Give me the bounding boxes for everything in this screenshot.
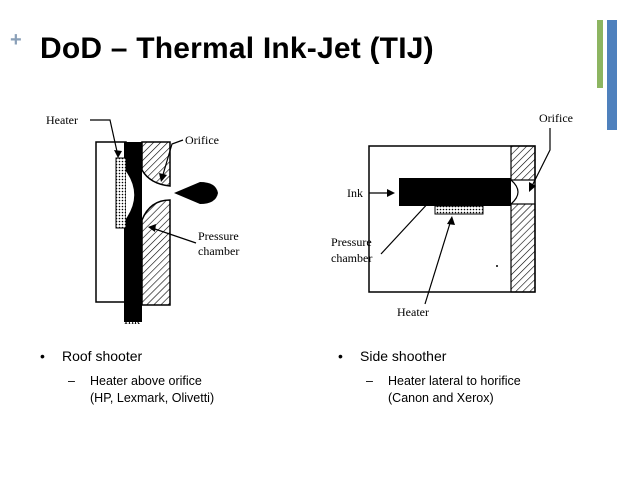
meniscus (510, 179, 519, 205)
label-heater: Heater (397, 305, 429, 319)
nozzle-plate-lower (141, 199, 171, 306)
sub-dash: – (366, 374, 373, 388)
nozzle-plate-lower (510, 203, 536, 293)
sub-bullet-line-1: Heater lateral to horifice (388, 374, 521, 388)
ink-channel (399, 178, 511, 206)
label-heater: Heater (46, 113, 78, 127)
bullet-list-right: • Side shoother – Heater lateral to hori… (338, 348, 521, 407)
roof-shooter-diagram: Heater Orifice Pressure chamber Ink (46, 113, 239, 327)
plus-icon: + (10, 29, 22, 51)
bullet-dot: • (338, 348, 343, 364)
sub-bullet: – Heater above orifice (HP, Lexmark, Oli… (68, 373, 214, 407)
label-chamber: chamber (331, 251, 372, 265)
bullet-main-text: Roof shooter (62, 348, 143, 364)
bubble (125, 169, 136, 221)
bullet-item: • Roof shooter (40, 348, 214, 364)
sub-bullet-line-2: (HP, Lexmark, Olivetti) (90, 391, 215, 405)
bullet-dot: • (40, 348, 45, 364)
sub-bullet: – Heater lateral to horifice (Canon and … (366, 373, 521, 407)
label-orifice: Orifice (185, 133, 219, 147)
bullet-main-text: Side shoother (360, 348, 447, 364)
sub-bullet-line-2: (Canon and Xerox) (388, 391, 494, 405)
bullet-item: • Side shoother (338, 348, 521, 364)
nozzle-plate-upper (510, 145, 536, 181)
slide-title: DoD – Thermal Ink-Jet (TIJ) (40, 32, 434, 65)
label-pressure: Pressure (331, 235, 372, 249)
label-chamber: chamber (198, 244, 239, 258)
sub-dash: – (68, 374, 75, 388)
label-ink: Ink (124, 313, 140, 327)
label-ink: Ink (347, 186, 363, 200)
heater-element (115, 157, 127, 229)
bullet-list-left: • Roof shooter – Heater above orifice (H… (40, 348, 214, 407)
label-orifice: Orifice (539, 111, 573, 125)
accent-bar-blue (607, 20, 617, 130)
label-pressure: Pressure (198, 229, 239, 243)
accent-bar-green (597, 20, 603, 88)
side-shooter-diagram: Orifice Ink Pressure chamber Heater (331, 111, 573, 319)
heater-element (434, 205, 484, 215)
sub-bullet-line-1: Heater above orifice (90, 374, 202, 388)
ink-droplet (174, 182, 218, 204)
